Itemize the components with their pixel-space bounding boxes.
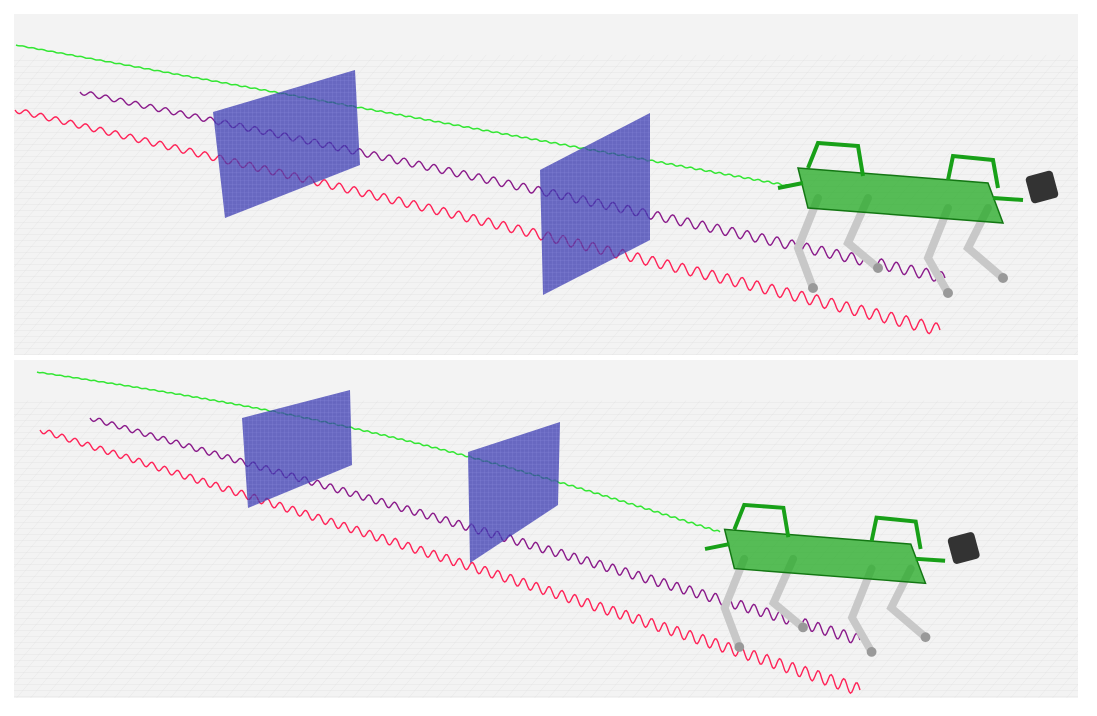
robot-sensor-head <box>947 532 980 564</box>
robot-leg <box>843 194 882 272</box>
robot-leg <box>847 564 876 656</box>
obstacle-panel-mesh <box>468 422 560 563</box>
quadruped-robot <box>777 140 1059 298</box>
robot-leg <box>768 554 807 632</box>
robot-foot <box>920 632 931 643</box>
top-scene <box>14 14 1078 356</box>
robot-leg <box>720 554 749 651</box>
robot-leg <box>793 194 822 292</box>
robot-sensor-head <box>1025 170 1059 204</box>
robot-body <box>723 528 927 585</box>
robot-foot <box>866 647 877 657</box>
robot-foot <box>998 273 1008 283</box>
robot-roll-cage <box>704 502 946 563</box>
robot-roll-cage <box>777 140 1024 202</box>
robot-foot <box>943 288 953 298</box>
robot-body <box>797 167 1005 224</box>
trajectory-green <box>15 44 791 187</box>
trajectory-red <box>14 109 941 335</box>
bottom-scene <box>14 360 1078 698</box>
robot-foot <box>798 622 808 633</box>
trajectory-red <box>39 429 861 695</box>
obstacle-panel-mesh <box>242 390 352 508</box>
obstacle-panel-mesh <box>213 70 360 218</box>
obstacle-panel-mesh <box>540 113 650 295</box>
robot-leg <box>923 204 952 297</box>
trajectory-green <box>36 371 721 533</box>
robot-foot <box>734 642 745 652</box>
robot-foot <box>808 283 818 293</box>
robot-foot <box>873 263 883 273</box>
quadruped-robot <box>704 502 980 657</box>
